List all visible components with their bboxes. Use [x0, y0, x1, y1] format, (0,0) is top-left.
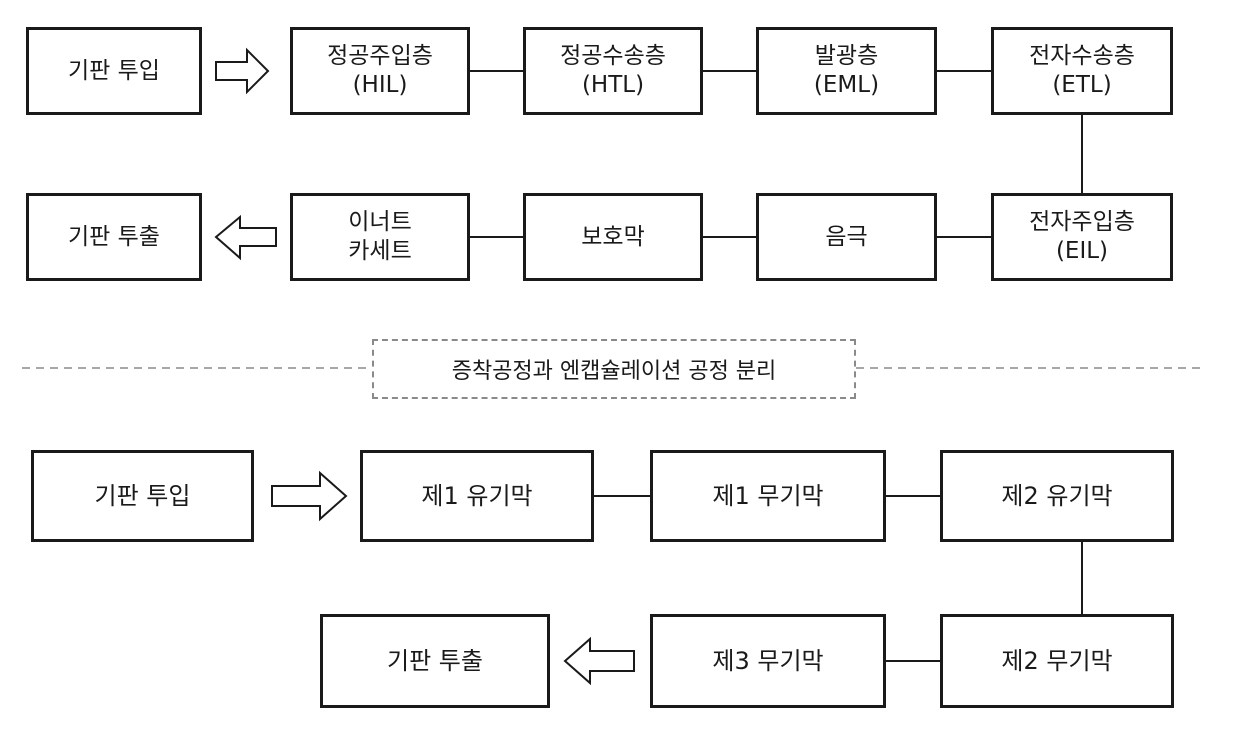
etl-abbr: (ETL): [1052, 71, 1111, 100]
substrate-output-label: 기판 투출: [387, 646, 483, 676]
htl-abbr: (HTL): [582, 71, 644, 100]
htl-box: 정공수송층 (HTL): [523, 27, 703, 115]
substrate-output-label: 기판 투출: [68, 223, 160, 252]
substrate-output-box: 기판 투출: [26, 193, 202, 281]
inert-cassette-line2: 카세트: [348, 237, 411, 266]
arrow-right-icon: [216, 50, 268, 92]
first-organic-film-box: 제1 유기막: [360, 450, 594, 542]
third-inorganic-film-label: 제3 무기막: [712, 646, 823, 676]
etl-label: 전자수송층: [1029, 42, 1135, 71]
eil-box: 전자주입층 (EIL): [991, 193, 1173, 281]
eil-label: 전자주입층: [1029, 208, 1135, 237]
protective-film-label: 보호막: [581, 223, 644, 252]
substrate-input-box: 기판 투입: [31, 450, 254, 542]
inert-cassette-line1: 이너트: [348, 208, 411, 237]
process-separation-caption: 증착공정과 엔캡슐레이션 공정 분리: [372, 339, 856, 399]
substrate-input-label: 기판 투입: [95, 481, 191, 511]
second-organic-film-label: 제2 유기막: [1001, 481, 1112, 511]
second-inorganic-film-box: 제2 무기막: [940, 614, 1174, 708]
first-inorganic-film-box: 제1 무기막: [650, 450, 886, 542]
first-inorganic-film-label: 제1 무기막: [712, 481, 823, 511]
second-inorganic-film-label: 제2 무기막: [1001, 646, 1112, 676]
first-organic-film-label: 제1 유기막: [421, 481, 532, 511]
substrate-input-label: 기판 투입: [68, 57, 160, 86]
cathode-label: 음극: [825, 223, 867, 252]
protective-film-box: 보호막: [523, 193, 703, 281]
hil-abbr: (HIL): [353, 71, 408, 100]
hil-label: 정공주입층: [327, 42, 433, 71]
htl-label: 정공수송층: [560, 42, 666, 71]
eil-abbr: (EIL): [1056, 237, 1108, 266]
third-inorganic-film-box: 제3 무기막: [650, 614, 886, 708]
arrow-left-icon: [565, 639, 634, 683]
hil-box: 정공주입층 (HIL): [290, 27, 470, 115]
etl-box: 전자수송층 (ETL): [991, 27, 1173, 115]
eml-abbr: (EML): [814, 71, 879, 100]
arrow-left-icon: [216, 217, 276, 258]
second-organic-film-box: 제2 유기막: [940, 450, 1174, 542]
inert-cassette-box: 이너트 카세트: [290, 193, 470, 281]
substrate-output-box: 기판 투출: [320, 614, 550, 708]
cathode-box: 음극: [756, 193, 937, 281]
eml-box: 발광층 (EML): [756, 27, 937, 115]
arrow-right-icon: [272, 473, 346, 519]
process-separation-label: 증착공정과 엔캡슐레이션 공정 분리: [452, 353, 777, 385]
eml-label: 발광층: [815, 42, 878, 71]
substrate-input-box: 기판 투입: [26, 27, 202, 115]
